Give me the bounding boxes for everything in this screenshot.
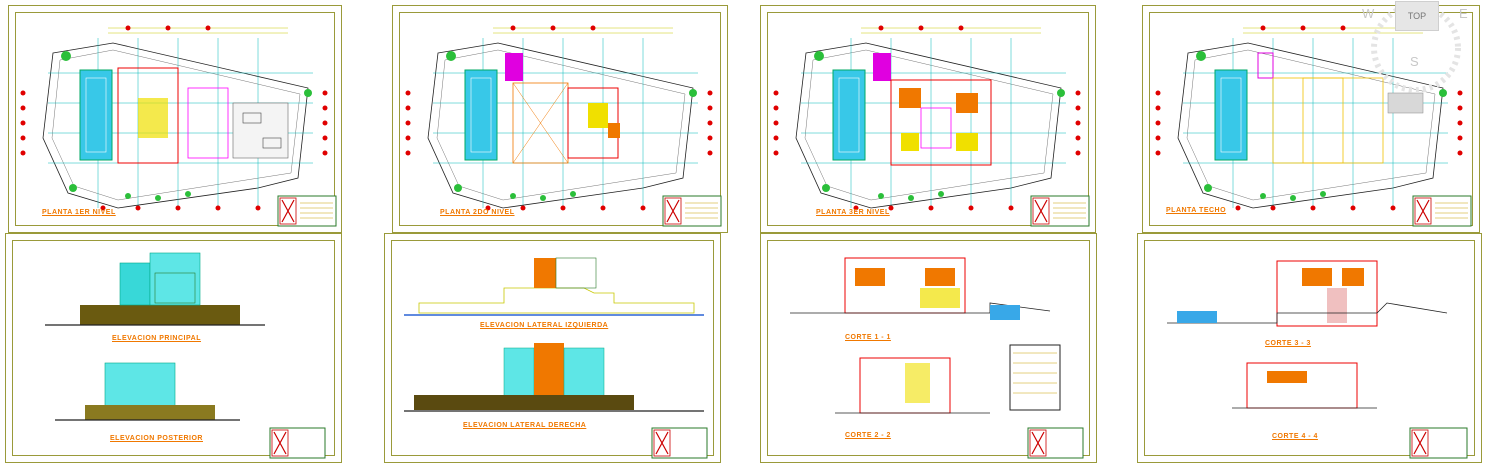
- viewcube-top-button[interactable]: TOP: [1395, 1, 1439, 31]
- cut-3-title: CORTE 3 - 3: [1265, 340, 1311, 347]
- compass-south[interactable]: S: [1410, 54, 1419, 69]
- sheet-plan-3[interactable]: [760, 5, 1096, 233]
- compass-east[interactable]: E: [1459, 6, 1468, 21]
- sheet-plan-2[interactable]: [392, 5, 728, 233]
- elev-right-title: ELEVACION LATERAL DERECHA: [463, 422, 587, 429]
- plan-1-title: PLANTA 1ER NIVEL: [42, 209, 116, 216]
- cut-4-title: CORTE 4 - 4: [1272, 433, 1318, 440]
- elev-front-title: ELEVACION PRINCIPAL: [112, 335, 201, 342]
- sheet-plan-roof[interactable]: [1142, 5, 1480, 233]
- compass-west[interactable]: W: [1362, 6, 1375, 21]
- elev-left-title: ELEVACION LATERAL IZQUIERDA: [480, 322, 609, 329]
- plan-roof-title: PLANTA TECHO: [1166, 207, 1227, 214]
- cut-2-title: CORTE 2 - 2: [845, 432, 891, 439]
- plan-2-title: PLANTA 2DO NIVEL: [440, 209, 515, 216]
- plan-3-title: PLANTA 3ER NIVEL: [816, 209, 890, 216]
- elev-rear-title: ELEVACION POSTERIOR: [110, 435, 203, 442]
- cut-1-title: CORTE 1 - 1: [845, 334, 891, 341]
